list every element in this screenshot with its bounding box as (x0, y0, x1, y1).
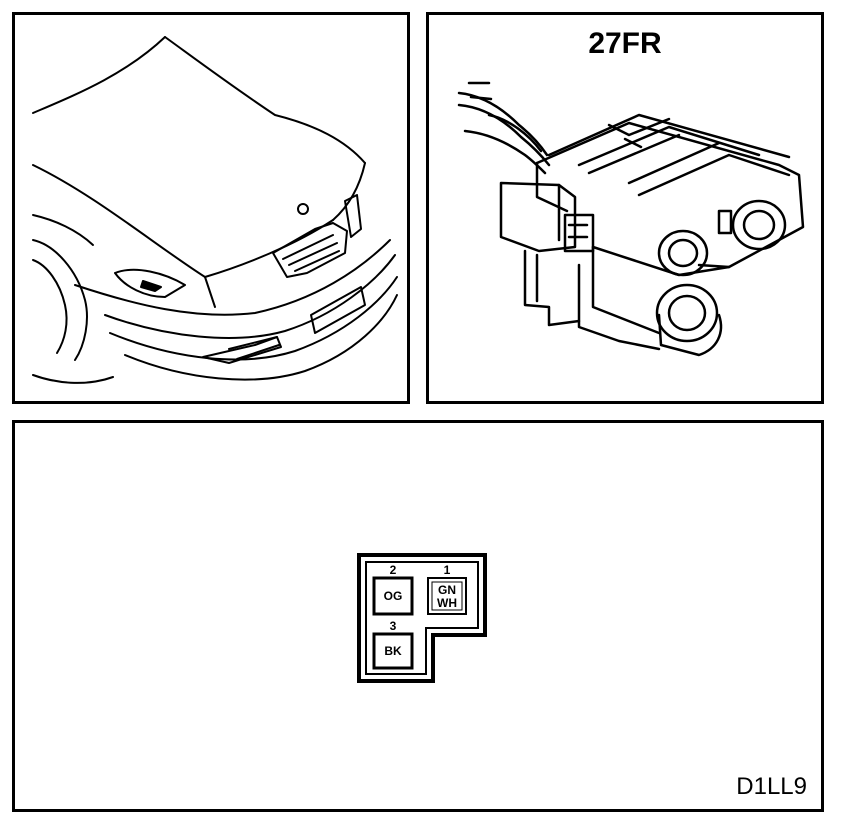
car-location-panel (12, 12, 410, 404)
car-front-drawing (32, 36, 398, 384)
pin-2-wire-color: OG (383, 589, 403, 603)
pinout-outline (357, 553, 487, 683)
pin-number-1: 1 (443, 563, 451, 577)
connector-picture-panel: 27FR (426, 12, 824, 404)
pin-number-2: 2 (389, 563, 397, 577)
connector-drawing (457, 81, 805, 357)
connector-id: 27FR (588, 27, 662, 60)
pinout-panel: 2 1 3 OG GN WH BK D1LL9 (12, 420, 824, 812)
pin-number-3: 3 (389, 619, 397, 633)
pin-3-wire-color: BK (384, 644, 402, 658)
diagram-code: D1LL9 (736, 773, 807, 800)
pin-1-wire-color-line2: WH (437, 596, 457, 610)
pin-1-wire-color-line1: GN (438, 583, 456, 597)
